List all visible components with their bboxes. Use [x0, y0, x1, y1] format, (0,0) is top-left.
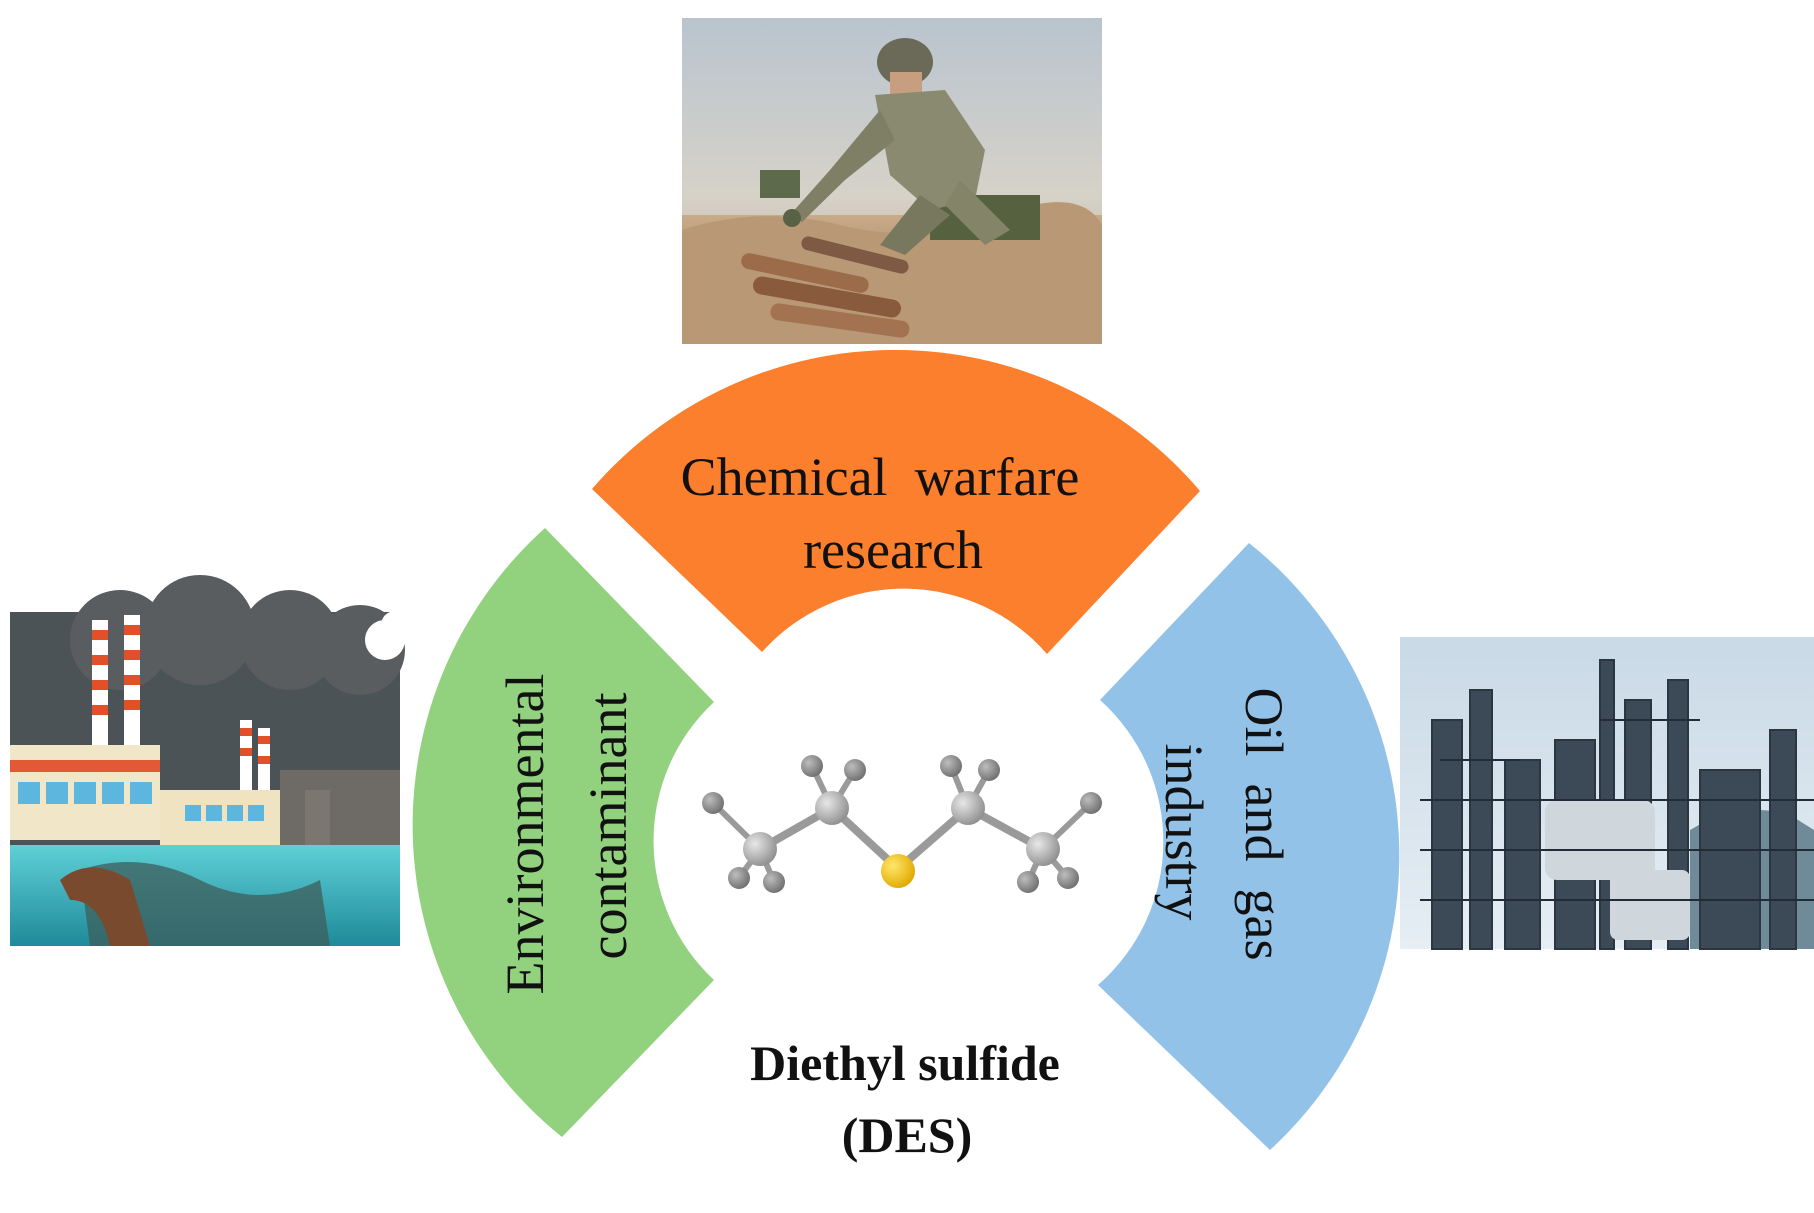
refinery-photo: [1400, 637, 1814, 950]
center-title-line1: Diethyl sulfide: [750, 1035, 1060, 1091]
segment-chemical-warfare: [592, 349, 1200, 654]
segment-environmental-line1: Environmental: [495, 674, 555, 995]
segment-oil-gas: [1098, 543, 1400, 1150]
factory-pollution-illustration: [10, 575, 409, 946]
segment-oil-gas-line1: Oil and gas: [1234, 688, 1294, 961]
segment-environmental-line2: contaminant: [578, 693, 638, 960]
diethyl-sulfide-molecule-icon: [702, 755, 1102, 893]
soldier-photo: [682, 18, 1102, 344]
segment-chemical-warfare-line1: Chemical warfare: [681, 447, 1080, 507]
segment-chemical-warfare-line2: research: [803, 520, 983, 580]
segment-oil-gas-line2: industry: [1154, 743, 1214, 920]
segment-environmental: [412, 528, 714, 1137]
center-title-line2: (DES): [842, 1107, 973, 1163]
